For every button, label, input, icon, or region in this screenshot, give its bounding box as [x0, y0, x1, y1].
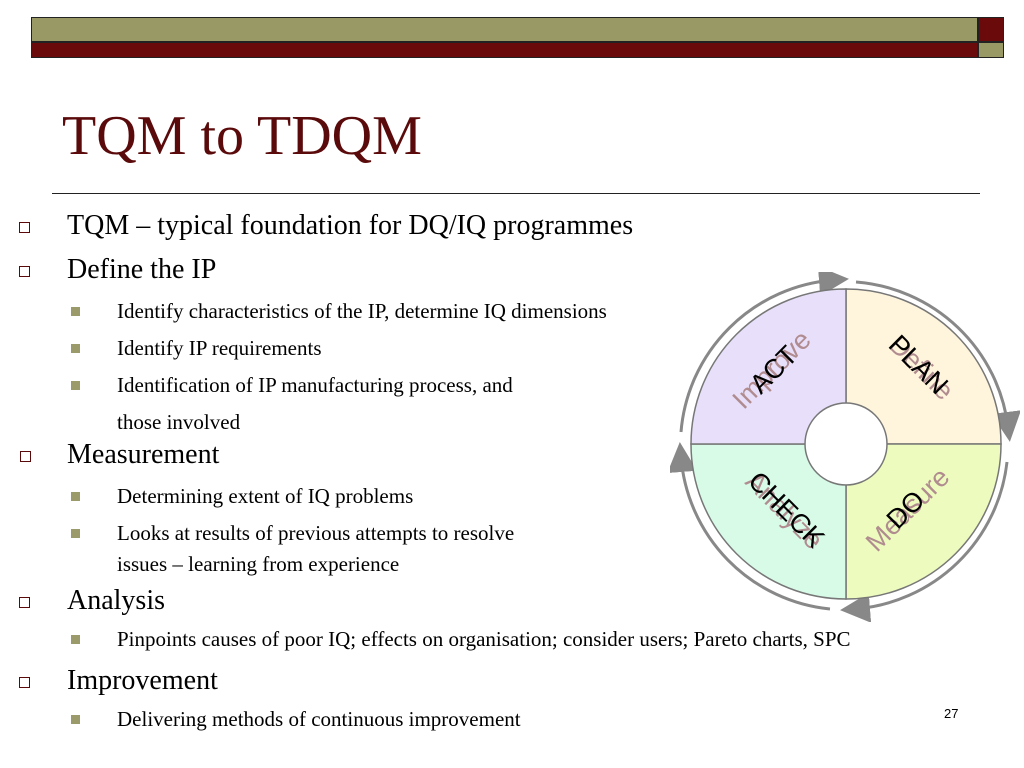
header-square-olive — [978, 42, 1004, 58]
quadrant-do — [845, 443, 1002, 600]
bullet-define: Define the IP — [19, 254, 217, 285]
sub-bullet-text: Identify IP requirements — [117, 336, 322, 360]
quadrant-act — [690, 288, 847, 445]
bullet-text: Improvement — [67, 665, 218, 696]
bullet-text: Analysis — [67, 585, 165, 616]
cycle-arrows — [670, 272, 1020, 622]
center-circle — [804, 402, 888, 486]
sub-bullet-square-icon — [71, 492, 80, 501]
sub-bullet-square-icon — [71, 307, 80, 316]
arrow-arc-bottom-right — [840, 461, 1009, 622]
bullet-analysis: Analysis — [19, 585, 165, 616]
quadrant-check — [690, 443, 847, 600]
bullet-text: Define the IP — [67, 254, 217, 285]
sub-bullet-square-icon — [71, 529, 80, 538]
sub-bullet-square-icon — [71, 381, 80, 390]
bullet-text: TQM – typical foundation for DQ/IQ progr… — [67, 210, 634, 241]
header-square-maroon — [978, 17, 1004, 42]
bullet-measurement: Measurement — [20, 439, 220, 470]
header-band-maroon — [31, 42, 978, 58]
sub-bullet: Identification of IP manufacturing proce… — [71, 373, 513, 397]
arrow-arc-top-left — [679, 272, 849, 433]
bullet-text: Measurement — [67, 439, 220, 470]
bullet-box-icon — [19, 222, 30, 233]
sub-bullet-continuation: issues – learning from experience — [117, 552, 400, 576]
arrow-arc-top-right — [855, 280, 1020, 442]
slide-title: TQM to TDQM — [62, 105, 422, 167]
sub-bullet-square-icon — [71, 635, 80, 644]
sub-bullet: Looks at results of previous attempts to… — [71, 521, 515, 545]
sub-bullet: Delivering methods of continuous improve… — [71, 707, 521, 731]
arrow-arc-bottom-left — [670, 442, 831, 611]
sub-bullet-text: Identify characteristics of the IP, dete… — [117, 299, 607, 323]
page-number: 27 — [944, 706, 959, 721]
bullet-tqm: TQM – typical foundation for DQ/IQ progr… — [19, 210, 634, 241]
sub-bullet-square-icon — [71, 344, 80, 353]
sub-bullet: Determining extent of IQ problems — [71, 484, 414, 508]
bullet-improvement: Improvement — [19, 665, 218, 696]
bullet-box-icon — [19, 597, 30, 608]
sub-bullet-text: Determining extent of IQ problems — [117, 484, 414, 508]
sub-bullet-square-icon — [71, 715, 80, 724]
pdca-cycle-diagram: Define Measure Analyze Improve PLAN DO C… — [670, 272, 1020, 622]
header-band-olive — [31, 17, 978, 42]
sub-bullet-text: Pinpoints causes of poor IQ; effects on … — [117, 627, 851, 651]
sub-bullet-text: Looks at results of previous attempts to… — [117, 521, 515, 545]
bullet-box-icon — [19, 266, 30, 277]
sub-bullet-continuation: those involved — [117, 410, 241, 434]
sub-bullet-text: Delivering methods of continuous improve… — [117, 707, 521, 731]
sub-bullet-text: Identification of IP manufacturing proce… — [117, 373, 513, 397]
sub-bullet: Pinpoints causes of poor IQ; effects on … — [71, 627, 851, 651]
bullet-box-icon — [19, 677, 30, 688]
sub-bullet: Identify characteristics of the IP, dete… — [71, 299, 607, 323]
bullet-box-icon — [20, 451, 31, 462]
quadrant-plan — [845, 288, 1002, 445]
sub-bullet: Identify IP requirements — [71, 336, 322, 360]
title-divider — [52, 193, 980, 194]
